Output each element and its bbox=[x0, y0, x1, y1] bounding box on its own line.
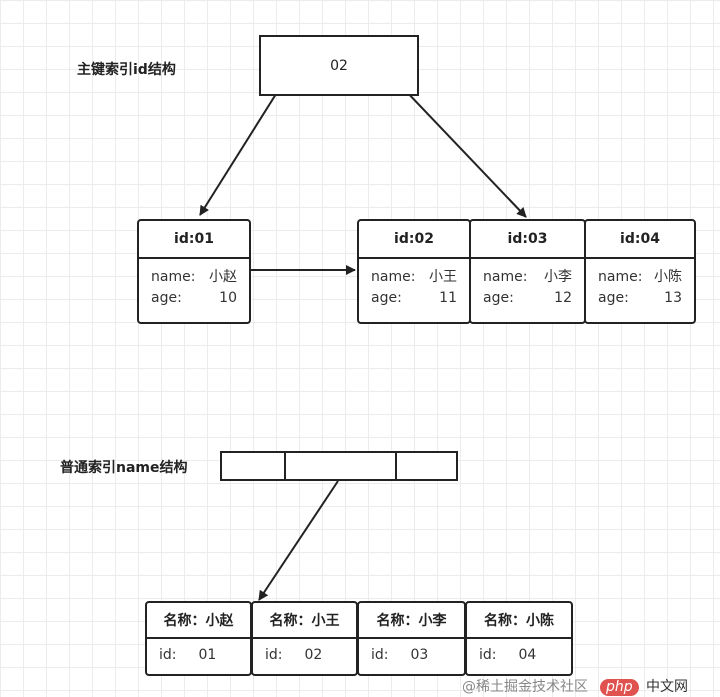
root-key: 02 bbox=[330, 57, 348, 74]
arrow-name-index-to-leaf bbox=[258, 480, 339, 601]
primary-index-label: 主键索引id结构 bbox=[77, 62, 176, 78]
id-label: id: bbox=[479, 647, 497, 663]
leaf-header: id:01 bbox=[139, 221, 249, 259]
age-label: age: bbox=[483, 290, 514, 306]
watermark-text: @稀土掘金技术社区 bbox=[462, 679, 588, 695]
leaf-header: 名称：小王 bbox=[253, 603, 356, 639]
primary-leaf-node: id:01 name: 小赵 age: 10 bbox=[137, 219, 251, 324]
id-value: 01 bbox=[198, 647, 217, 663]
id-value: 04 bbox=[518, 647, 537, 663]
age-value: 12 bbox=[554, 290, 572, 306]
leaf-header: id:04 bbox=[586, 221, 694, 259]
name-label: name: bbox=[483, 269, 528, 285]
secondary-leaf-node: 名称：小王 id: 02 bbox=[251, 601, 358, 676]
id-value: 03 bbox=[410, 647, 429, 663]
name-value: 小赵 bbox=[209, 269, 237, 285]
php-logo-suffix: 中文网 bbox=[646, 679, 688, 695]
age-label: age: bbox=[598, 290, 629, 306]
secondary-leaf-node: 名称：小李 id: 03 bbox=[357, 601, 466, 676]
leaf-header: id:03 bbox=[471, 221, 584, 259]
primary-root-node: 02 bbox=[259, 35, 419, 96]
age-value: 11 bbox=[439, 290, 457, 306]
leaf-header: id:02 bbox=[359, 221, 469, 259]
id-label: id: bbox=[159, 647, 177, 663]
primary-leaf-node: id:04 name: 小陈 age: 13 bbox=[584, 219, 696, 324]
name-value: 小李 bbox=[544, 269, 572, 285]
name-label: name: bbox=[598, 269, 643, 285]
name-label: name: bbox=[151, 269, 196, 285]
secondary-leaf-node: 名称：小陈 id: 04 bbox=[465, 601, 573, 676]
age-value: 13 bbox=[664, 290, 682, 306]
id-value: 02 bbox=[304, 647, 323, 663]
age-label: age: bbox=[371, 290, 402, 306]
php-logo: php bbox=[600, 679, 639, 696]
secondary-leaf-node: 名称：小赵 id: 01 bbox=[145, 601, 252, 676]
secondary-root-node bbox=[220, 451, 458, 481]
secondary-index-label: 普通索引name结构 bbox=[60, 460, 188, 476]
age-label: age: bbox=[151, 290, 182, 306]
id-label: id: bbox=[265, 647, 283, 663]
leaf-header: 名称：小李 bbox=[359, 603, 464, 639]
name-value: 小陈 bbox=[654, 269, 682, 285]
node-divider bbox=[284, 453, 286, 479]
node-divider bbox=[395, 453, 397, 479]
age-value: 10 bbox=[219, 290, 237, 306]
leaf-header: 名称：小赵 bbox=[147, 603, 250, 639]
leaf-header: 名称：小陈 bbox=[467, 603, 571, 639]
name-value: 小王 bbox=[429, 269, 457, 285]
primary-leaf-node: id:03 name: 小李 age: 12 bbox=[469, 219, 586, 324]
name-label: name: bbox=[371, 269, 416, 285]
primary-leaf-node: id:02 name: 小王 age: 11 bbox=[357, 219, 471, 324]
id-label: id: bbox=[371, 647, 389, 663]
